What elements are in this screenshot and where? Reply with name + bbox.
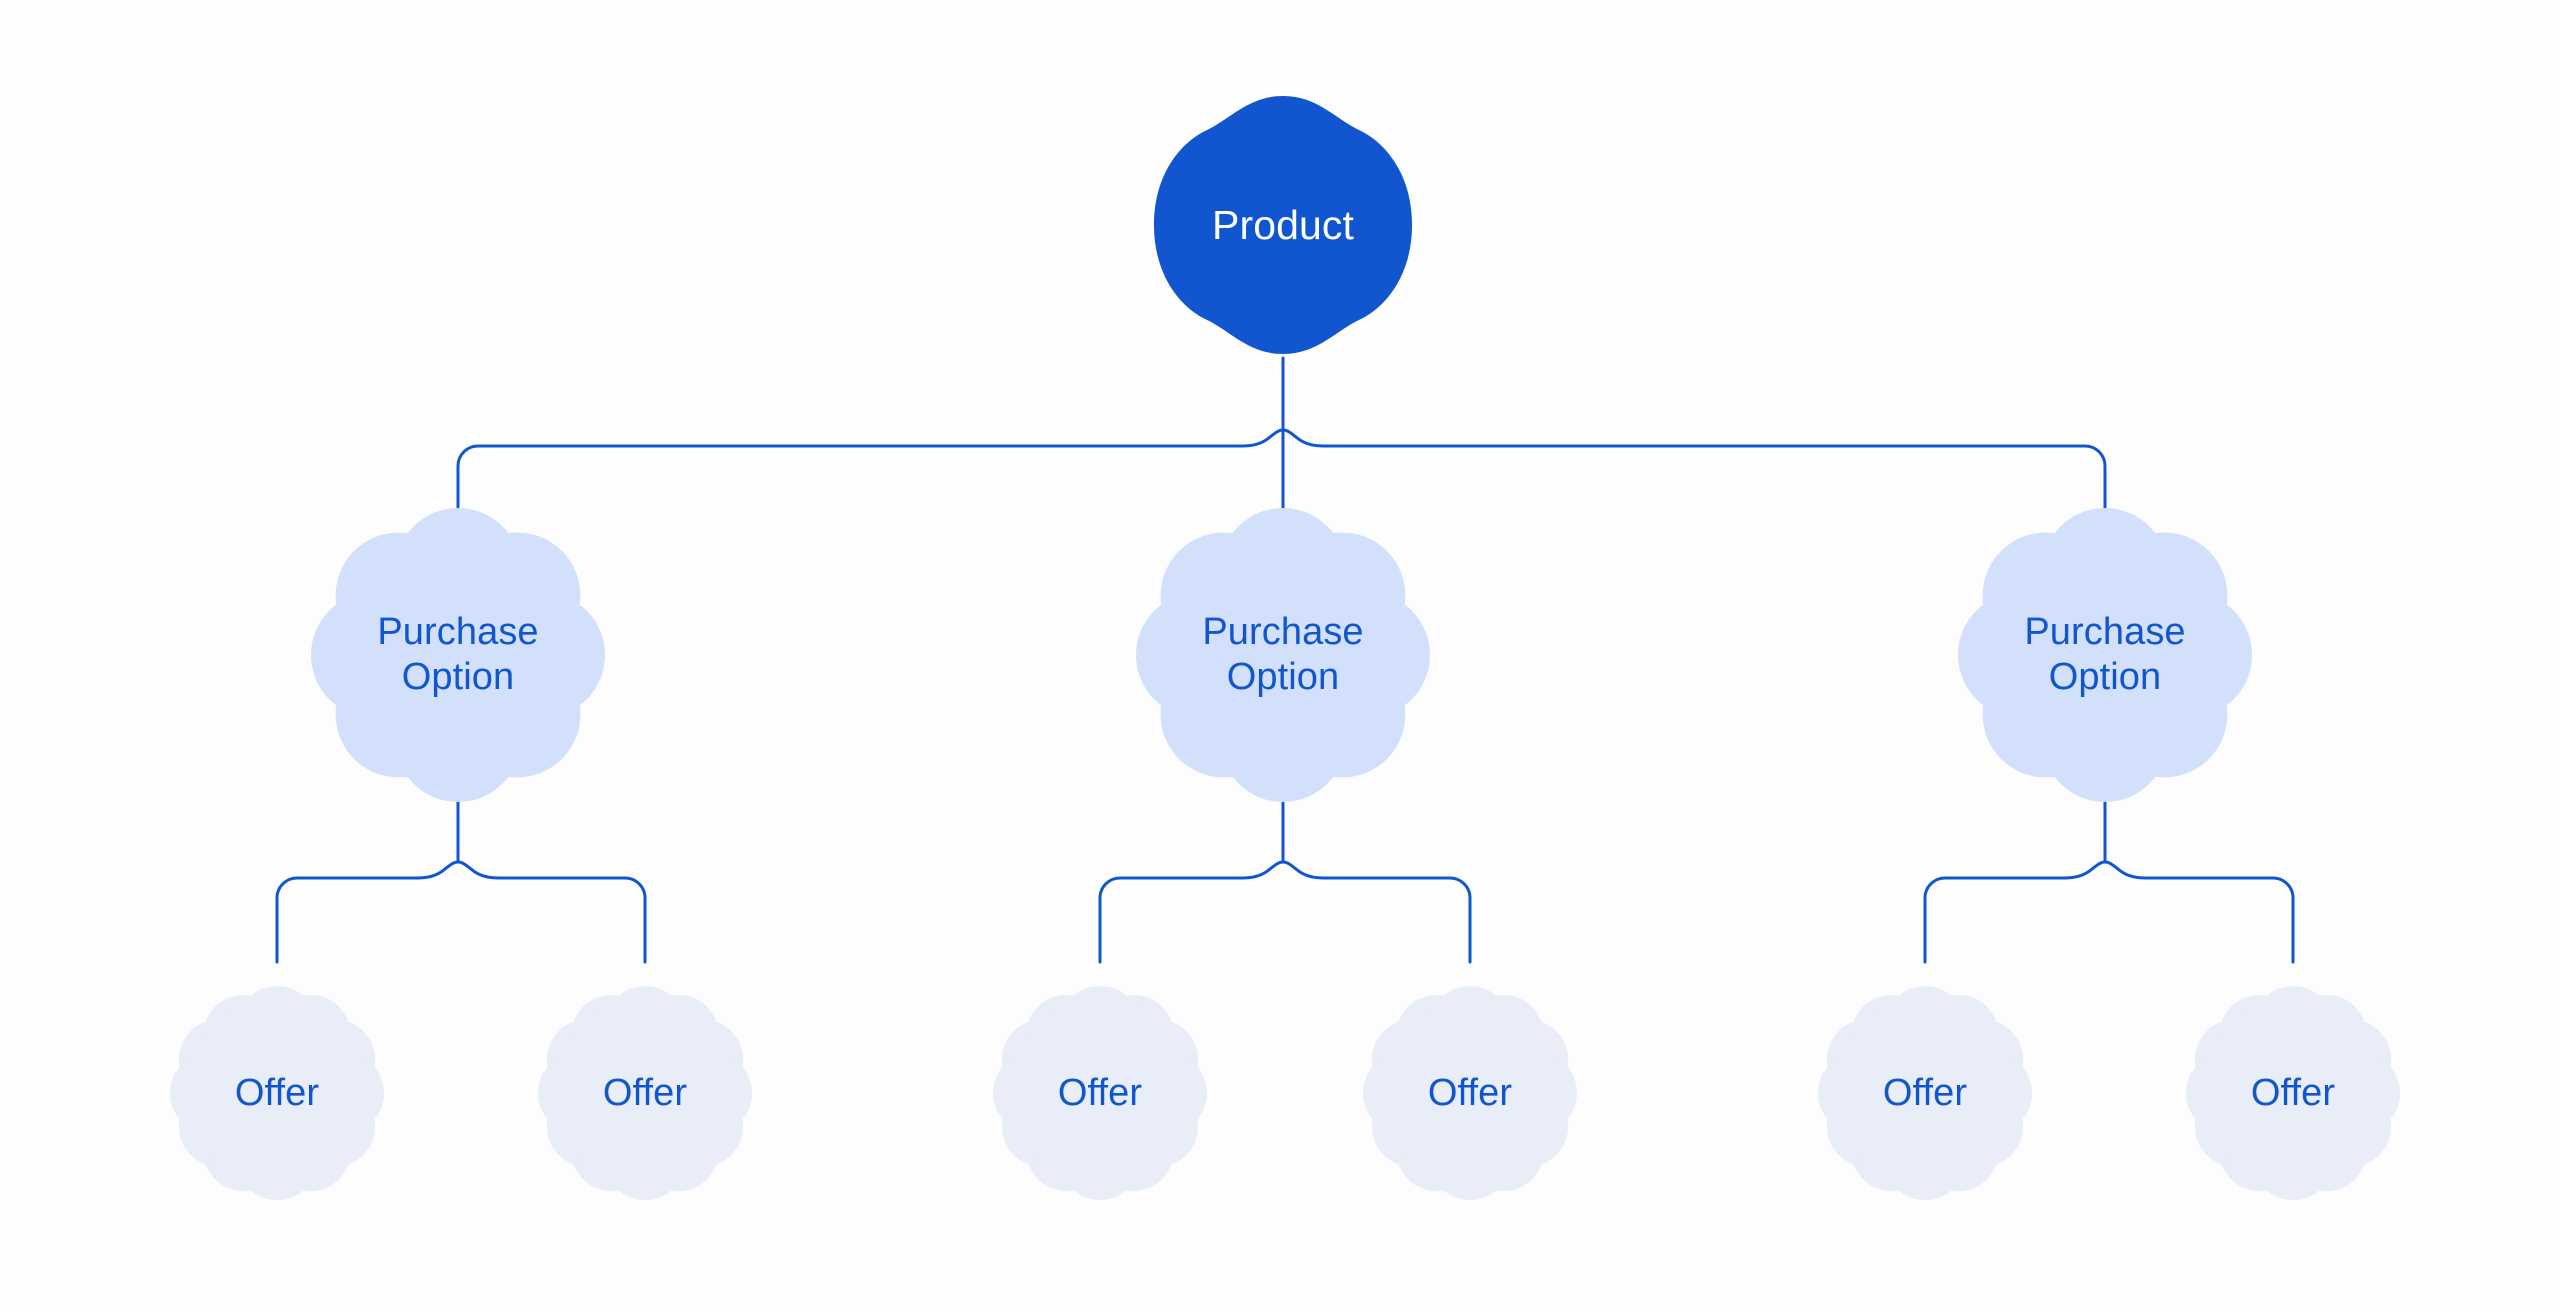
node-offer-4-label: Offer [1427,1071,1513,1114]
purchase-option-shape-icon [311,508,605,802]
node-purchase-option-3-label: Purchase Option [2024,611,2186,698]
node-offer-4[interactable]: Offer [1331,954,1609,1232]
edge-option2-right [1281,860,1472,964]
node-offer-3[interactable]: Offer [961,954,1239,1232]
edge-option1-left [275,860,460,964]
node-product-label: Product [1212,201,1354,248]
node-purchase-option-2[interactable]: Purchase Option [1133,505,1433,805]
node-offer-6[interactable]: Offer [2154,954,2432,1232]
edge-option3-left [1923,860,2107,964]
node-offer-3-label: Offer [1057,1071,1143,1114]
edge-option3-right [2103,860,2295,964]
edge-option2-left [1098,860,1285,964]
node-purchase-option-3[interactable]: Purchase Option [1955,505,2255,805]
purchase-option-shape-icon [1136,508,1430,802]
offer-shape-icon [169,985,385,1201]
node-offer-5-label: Offer [1882,1071,1968,1114]
node-offer-1[interactable]: Offer [138,954,416,1232]
edges-level-1 [456,356,2107,522]
offer-shape-icon [1362,985,1578,1201]
node-offer-2[interactable]: Offer [506,954,784,1232]
node-offer-6-label: Offer [2250,1071,2336,1114]
node-purchase-option-1-label: Purchase Option [377,611,539,698]
offer-shape-icon [2185,985,2401,1201]
node-offer-1-label: Offer [234,1071,320,1114]
node-offer-2-label: Offer [602,1071,688,1114]
node-offer-5[interactable]: Offer [1786,954,2064,1232]
edge-option1-right [456,860,647,964]
node-product[interactable]: Product [1150,92,1416,358]
node-purchase-option-1[interactable]: Purchase Option [308,505,608,805]
offer-shape-icon [537,985,753,1201]
offer-shape-icon [1817,985,2033,1201]
product-shape-icon [1153,95,1413,355]
node-purchase-option-2-label: Purchase Option [1202,611,1364,698]
offer-shape-icon [992,985,1208,1201]
edges-level-2 [275,788,2295,964]
purchase-option-shape-icon [1958,508,2252,802]
